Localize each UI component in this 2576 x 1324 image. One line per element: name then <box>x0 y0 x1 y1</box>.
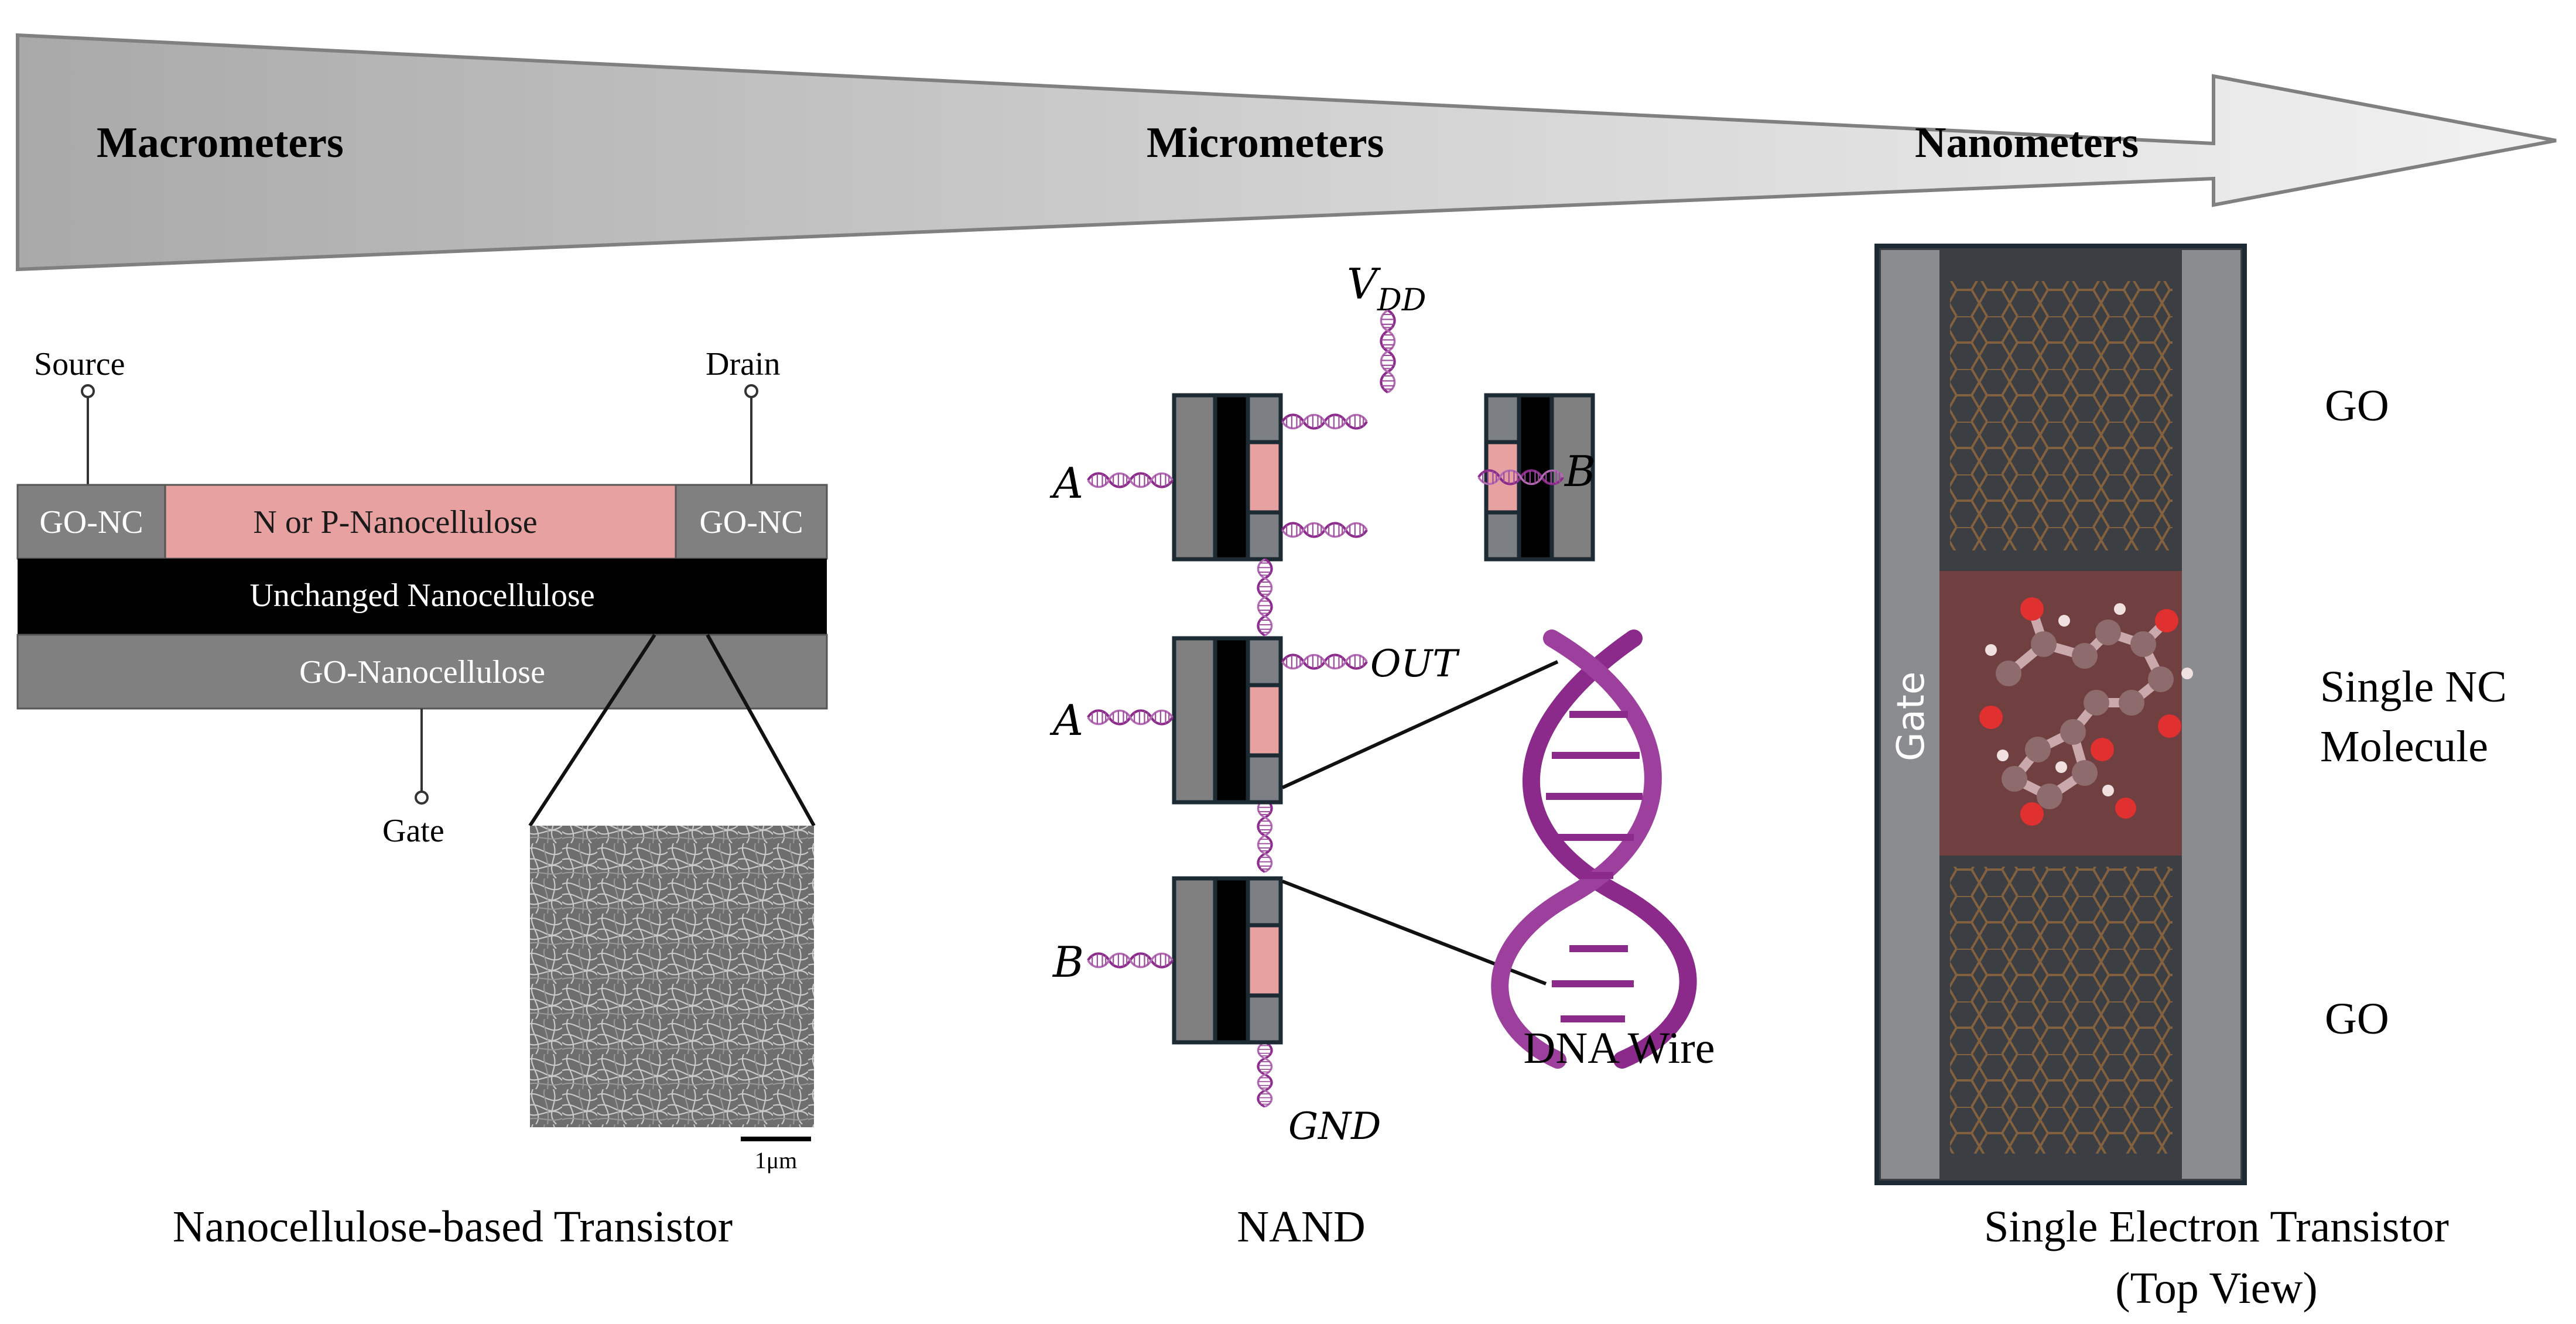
nand-gate: VDD A B A OUT B GND <box>1049 259 1715 1251</box>
input-a1-dna <box>1088 473 1172 487</box>
scale-bar-label: 1μm <box>755 1147 798 1174</box>
drain-terminal <box>744 384 758 398</box>
input-a2-label: A <box>1049 696 1083 745</box>
dna-wire-label: DNA Wire <box>1524 1024 1715 1073</box>
drain-electrode <box>2182 250 2240 1179</box>
source-terminal <box>81 384 95 398</box>
top-link-dna <box>1282 415 1367 428</box>
input-a2-dna <box>1088 710 1172 724</box>
transistor-caption: Nanocellulose-based Transistor <box>173 1202 733 1251</box>
output-label: OUT <box>1370 642 1460 686</box>
vdd-dna-wire <box>1381 310 1394 392</box>
heading-micrometers: Micrometers <box>1147 119 1384 167</box>
molecule-region <box>1939 571 2182 856</box>
drain-label: Drain <box>706 346 781 382</box>
input-b2-dna <box>1088 953 1172 967</box>
go-nanocellulose-text: GO-Nanocellulose <box>299 654 545 690</box>
set-caption-line1: Single Electron Transistor <box>1984 1202 2449 1251</box>
channel-text: N or P-Nanocellulose <box>253 504 537 540</box>
transistor-a1 <box>1174 395 1281 559</box>
sem-micrograph <box>530 826 814 1127</box>
gate-terminal <box>415 791 429 805</box>
output-dna <box>1282 655 1367 668</box>
nc-molecule <box>1979 597 2193 826</box>
source-label: Source <box>34 346 125 382</box>
go-bottom-label: GO <box>2325 994 2389 1044</box>
molecule-label-line2: Molecule <box>2320 722 2488 771</box>
gate-label: Gate <box>382 813 444 849</box>
unchanged-text: Unchanged Nanocellulose <box>249 577 594 614</box>
series-dna-2 <box>1258 799 1271 872</box>
heading-macrometers: Macrometers <box>97 119 344 167</box>
go-nc-left-text: GO-NC <box>39 504 143 540</box>
input-b2-label: B <box>1052 938 1084 987</box>
go-bottom-region <box>1950 867 2173 1154</box>
bottom-link-dna <box>1282 523 1367 536</box>
gnd-label: GND <box>1288 1105 1381 1148</box>
set-gate-label: Gate <box>1890 672 1933 761</box>
series-dna-1 <box>1258 559 1271 635</box>
go-top-region <box>1950 281 2173 550</box>
heading-nanometers: Nanometers <box>1915 119 2139 167</box>
go-nc-left-layer <box>16 484 166 560</box>
vdd-label: VDD <box>1347 259 1426 318</box>
gate-electrode <box>1881 250 1939 1179</box>
nanocellulose-transistor: Source Drain GO-NC N or P-Nanocellulose … <box>16 346 828 1251</box>
molecule-label-line1: Single NC <box>2320 662 2507 711</box>
nand-caption: NAND <box>1237 1202 1366 1251</box>
scale-arrow <box>16 33 2557 272</box>
transistor-a2 <box>1174 638 1281 802</box>
dna-wire-illustration <box>1491 630 1697 1069</box>
go-nanocellulose-layer <box>16 634 828 710</box>
single-electron-transistor: Gate GO Single NC Molecule GO Single Ele… <box>1874 244 2507 1313</box>
go-nc-right-text: GO-NC <box>699 504 803 540</box>
go-nc-right-layer <box>675 484 828 560</box>
input-b1-label: B <box>1564 447 1596 496</box>
input-a1-label: A <box>1049 459 1083 508</box>
set-caption-line2: (Top View) <box>2115 1264 2317 1313</box>
transistor-b2 <box>1174 878 1281 1042</box>
go-top-label: GO <box>2325 381 2389 430</box>
unchanged-nanocellulose-layer <box>18 559 827 635</box>
gnd-dna <box>1258 1042 1271 1107</box>
